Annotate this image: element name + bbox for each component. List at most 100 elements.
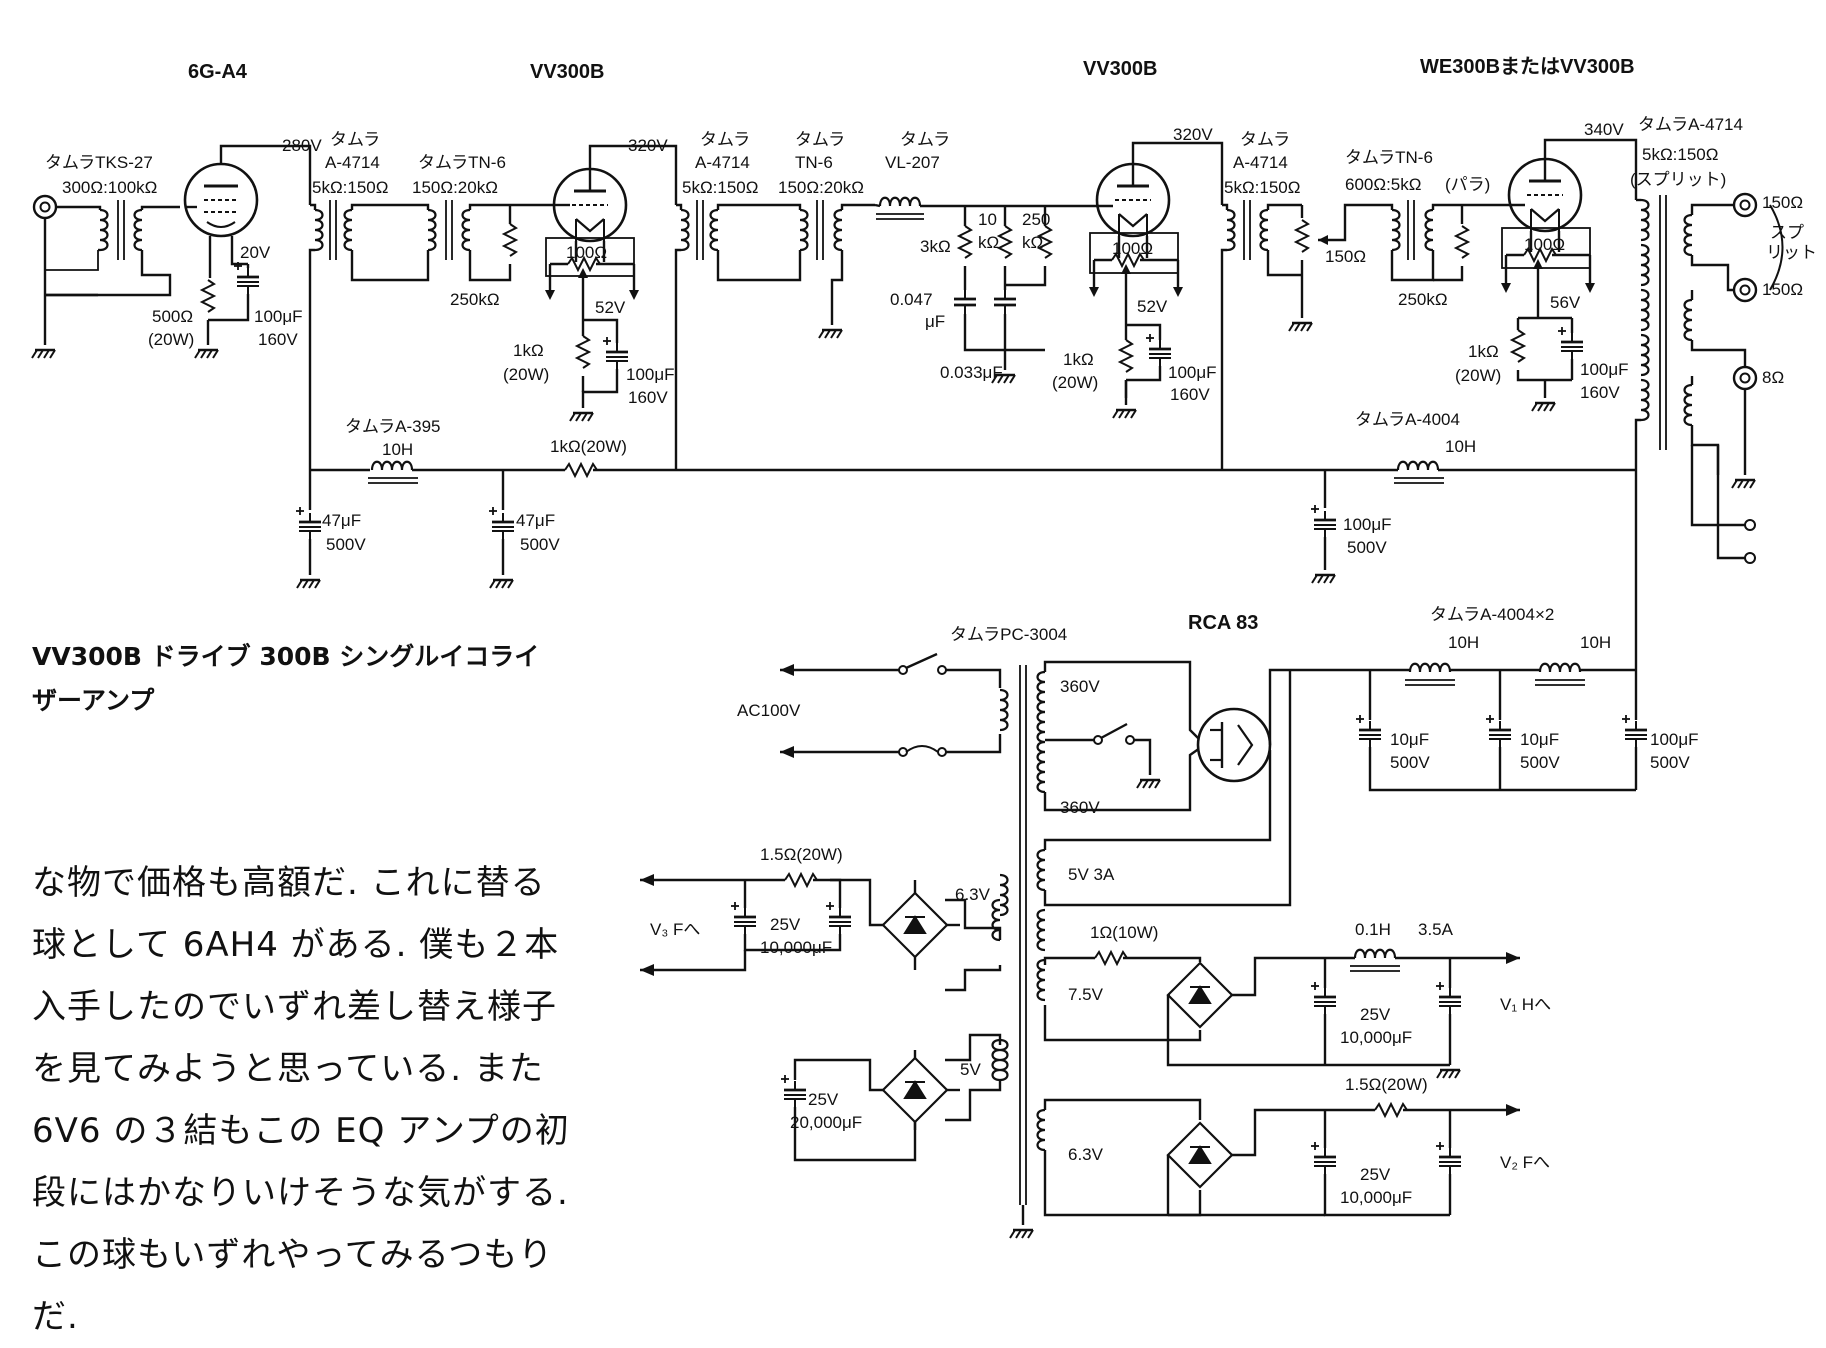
label-10h-4: 10H <box>1580 633 1611 652</box>
label-500v-1: 500V <box>326 535 366 554</box>
label-tn6-1: タムラTN-6 <box>418 153 506 172</box>
power-transformer-pc3004 <box>998 665 1047 1205</box>
label-tn6-3: タムラTN-6 <box>1345 148 1433 167</box>
label-500ohm: 500Ω <box>152 307 193 326</box>
body-text: な物で価格も高額だ. これに替る 球として 6AH4 がある. 僕も２本 入手し… <box>32 852 612 1348</box>
label-500v-c3: 500V <box>1650 753 1690 772</box>
transformer-a4714-2 <box>679 200 720 260</box>
label-v3f: V₃ Fへ <box>650 920 700 939</box>
label-1k-1: 1kΩ <box>513 341 544 360</box>
label-tks27-ratio: 300Ω:100kΩ <box>62 178 157 197</box>
label-10000uf-3: 10,000μF <box>1340 1188 1412 1207</box>
label-1k-3: 1kΩ <box>1468 342 1499 361</box>
tube-6ga4 <box>183 162 259 238</box>
choke-a4004-x2 <box>1405 662 1585 686</box>
label-100ohm-3: 100Ω <box>1524 235 1565 254</box>
label-1k-2-w: (20W) <box>1052 373 1098 392</box>
label-vl207: VL-207 <box>885 153 940 172</box>
label-1k-3-w: (20W) <box>1455 366 1501 385</box>
tube-title-6ga4: 6G-A4 <box>188 61 248 83</box>
label-v1h: V₁ Hへ <box>1500 995 1551 1014</box>
label-47uf-1: 47μF <box>322 511 361 530</box>
tube-title-rca83: RCA 83 <box>1188 612 1258 634</box>
label-20v: 20V <box>240 243 271 262</box>
body-line-6: 段にはかなりいけそうな気がする. <box>32 1173 569 1213</box>
label-250k-a: 250 <box>1022 210 1050 229</box>
label-10uf-1: 10μF <box>1390 730 1429 749</box>
body-line-3: 入手したのでいずれ差し替え様子 <box>32 987 557 1027</box>
label-500v-2: 500V <box>520 535 560 554</box>
label-a4714-1: A-4714 <box>325 153 380 172</box>
label-160v-4: 160V <box>1580 383 1620 402</box>
tube-we300b <box>1507 157 1583 233</box>
label-a395: タムラA-395 <box>345 417 441 436</box>
tube-title-vv300b-2: VV300B <box>1083 58 1158 80</box>
choke-a395 <box>368 460 418 484</box>
label-01h: 0.1H <box>1355 920 1391 939</box>
label-pc3004: タムラPC-3004 <box>950 625 1067 644</box>
bridge-rectifier-3 <box>881 1056 949 1124</box>
label-tamura-2: タムラ <box>700 130 750 149</box>
body-line-5: 6V6 の３結もこの EQ アンプの初 <box>32 1111 570 1151</box>
label-0047-uf: μF <box>925 312 945 331</box>
label-160v-2: 160V <box>628 388 668 407</box>
label-100uf-6: 100μF <box>1650 730 1699 749</box>
label-1k-20w: 1kΩ(20W) <box>550 437 627 456</box>
label-75v: 7.5V <box>1068 985 1104 1004</box>
label-0047: 0.047 <box>890 290 933 309</box>
label-5v: 5V <box>960 1060 981 1079</box>
bridge-rectifier-4 <box>1166 1121 1234 1189</box>
label-280v: 280V <box>282 136 322 155</box>
label-52v-1: 52V <box>595 298 626 317</box>
label-20000uf: 20,000μF <box>790 1113 862 1132</box>
transformer-tn6-2 <box>798 200 844 260</box>
label-160v-3: 160V <box>1170 385 1210 404</box>
label-5v3a: 5V 3A <box>1068 865 1115 884</box>
label-63v-1: 6.3V <box>955 885 991 904</box>
transformer-tn6-1 <box>426 200 472 260</box>
label-15ohm-2: 1.5Ω(20W) <box>1345 1075 1428 1094</box>
label-3k: 3kΩ <box>920 237 951 256</box>
label-a4714-3: A-4714 <box>1233 153 1288 172</box>
label-100ohm-1: 100Ω <box>566 243 607 262</box>
label-320v-2: 320V <box>1173 125 1213 144</box>
label-split-2: リット <box>1766 243 1817 262</box>
label-a4004x2: タムラA-4004×2 <box>1430 605 1554 624</box>
tube-title-vv300b-1: VV300B <box>530 61 605 83</box>
label-52v-2: 52V <box>1137 297 1168 316</box>
label-500v-c2: 500V <box>1520 753 1560 772</box>
label-500v-c1: 500V <box>1390 753 1430 772</box>
transformer-tn6-3 <box>1390 200 1435 260</box>
label-tn6-2: TN-6 <box>795 153 833 172</box>
label-10000uf-1: 10,000μF <box>760 938 832 957</box>
label-tks27: タムラTKS-27 <box>45 153 153 172</box>
tube-rca83 <box>1196 707 1272 783</box>
label-tamura-5: タムラ <box>1240 130 1290 149</box>
label-25v-3: 25V <box>808 1090 839 1109</box>
label-10uf-2: 10μF <box>1520 730 1559 749</box>
label-150ohm: 150Ω <box>1325 247 1366 266</box>
transformer-a4714-1 <box>313 200 354 260</box>
body-line-4: を見てみようと思っている. また <box>32 1049 544 1089</box>
label-25v-4: 25V <box>1360 1165 1391 1184</box>
label-0033: 0.033μF <box>940 363 1003 382</box>
label-150ohm-out-1: 150Ω <box>1762 193 1803 212</box>
label-10000uf-2: 10,000μF <box>1340 1028 1412 1047</box>
label-a4004: タムラA-4004 <box>1355 410 1460 429</box>
label-25v-2: 25V <box>1360 1005 1391 1024</box>
label-10h-3: 10H <box>1448 633 1479 652</box>
transformer-tks27 <box>98 200 144 260</box>
body-line-8: だ. <box>32 1297 79 1337</box>
label-a4714-2: A-4714 <box>695 153 750 172</box>
label-500v-5: 500V <box>1347 538 1387 557</box>
label-500ohm-w: (20W) <box>148 330 194 349</box>
output-transformer-a4714 <box>1639 195 1694 450</box>
label-a4714-3-ratio: 5kΩ:150Ω <box>1224 178 1300 197</box>
choke-a4004 <box>1394 460 1444 484</box>
label-tn6-1-ratio: 150Ω:20kΩ <box>412 178 498 197</box>
transformer-a4714-3 <box>1225 200 1270 260</box>
label-250k-2: 250kΩ <box>1398 290 1448 309</box>
caption-line-2: ザーアンプ <box>32 686 155 715</box>
label-100uf-1: 100μF <box>254 307 303 326</box>
choke-01h <box>1350 948 1400 972</box>
